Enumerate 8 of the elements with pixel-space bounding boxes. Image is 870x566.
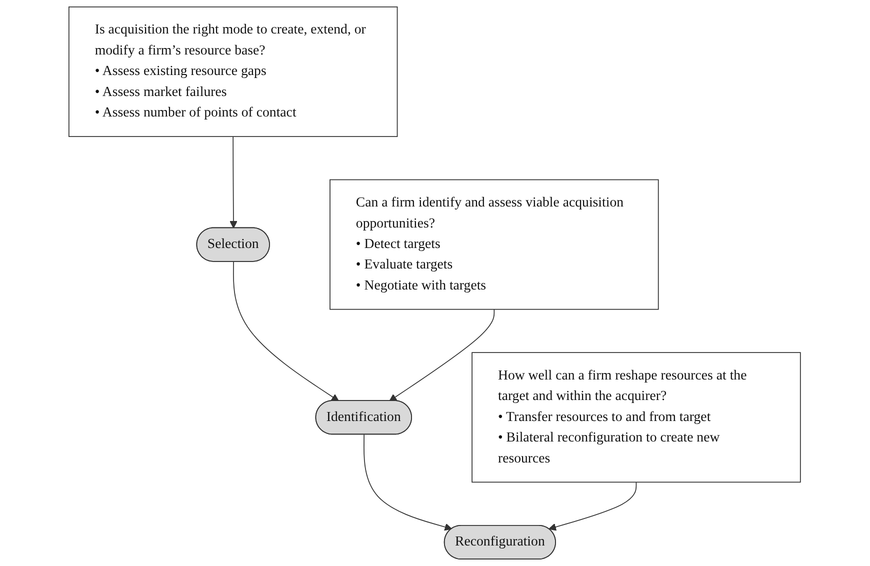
arrow (390, 308, 495, 402)
node-box: Can a firm identify and assess viable acquisition opportunities? • Detect targets • Evaluate targets • Negotiate with targets (330, 179, 660, 310)
arrow (548, 482, 637, 531)
node-box: Is acquisition the right mode to create, extend, or modify a firm’s resource base? • Assess existing resource gaps • Assess market failures • Assess number of points of contact (68, 6, 398, 137)
arrow (364, 434, 452, 531)
node-box: How well can a firm reshape resources at the target and within the acquirer? • Transfer resources to and from target • Bilateral reconfiguration to create new resources (472, 352, 802, 483)
arrow (233, 261, 340, 402)
arrow (230, 136, 238, 228)
